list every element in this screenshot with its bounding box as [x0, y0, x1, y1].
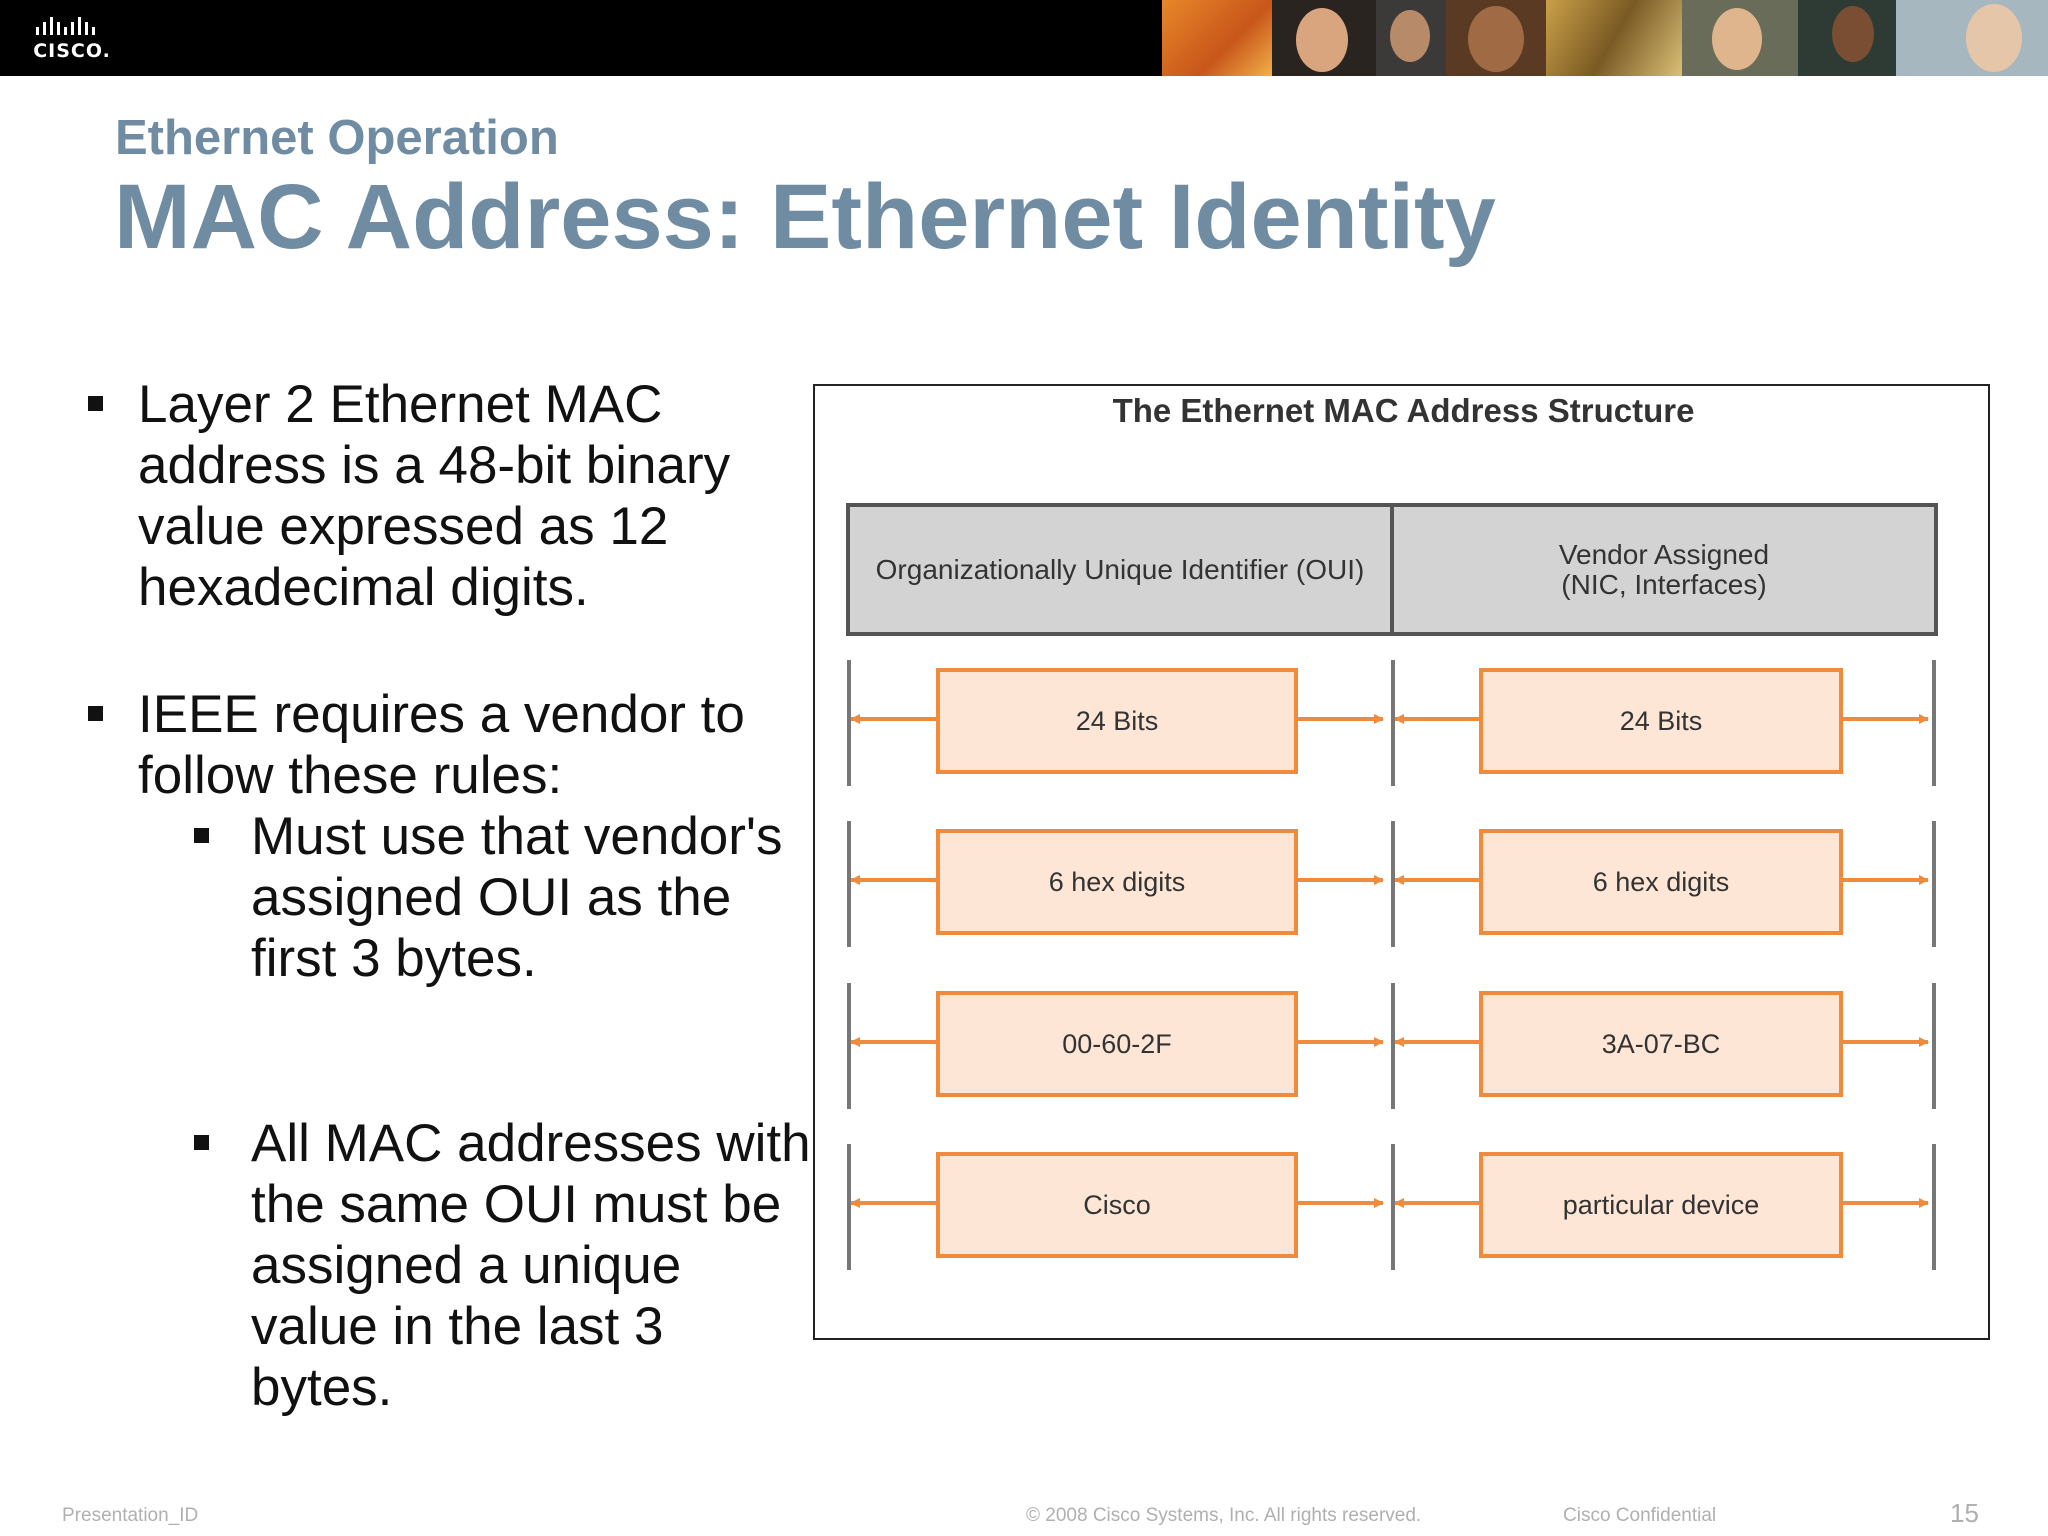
logo-text: CISCO.	[33, 40, 111, 62]
sub-bullet-text: All MAC addresses with the same OUI must…	[251, 1114, 811, 1417]
photo-3	[1376, 0, 1446, 76]
bullet-square-icon	[194, 828, 209, 843]
oui-header-label: Organizationally Unique Identifier (OUI)	[875, 553, 1365, 585]
footer-confidential: Cisco Confidential	[1563, 1505, 1717, 1526]
photo-6	[1682, 0, 1798, 76]
field-box-label: particular device	[1562, 1189, 1760, 1220]
bullet-text: IEEE requires a vendor to follow these r…	[138, 685, 745, 805]
vendor-header-label: Vendor Assigned (NIC, Interfaces)	[1392, 505, 1936, 634]
field-box-label: 3A-07-BC	[1601, 1028, 1721, 1059]
sub-bullet-text: Must use that vendor's assigned OUI as t…	[251, 807, 783, 988]
photo-7	[1798, 0, 1896, 76]
cisco-logo: CISCO.	[32, 14, 122, 66]
photo-4	[1446, 0, 1546, 76]
field-box-label: 6 hex digits	[1592, 866, 1730, 897]
footer-copyright: © 2008 Cisco Systems, Inc. All rights re…	[1026, 1505, 1422, 1526]
photo-5	[1546, 0, 1682, 76]
mac-structure-figure: The Ethernet MAC Address Structure Organ…	[813, 384, 1990, 1340]
field-box	[936, 829, 1298, 935]
photo-2	[1272, 0, 1376, 76]
bullet-square-icon	[194, 1135, 209, 1150]
bullet-square-icon	[88, 706, 103, 721]
vendor-header-line2: (NIC, Interfaces)	[1561, 568, 1767, 600]
field-box-label: Cisco	[1083, 1189, 1151, 1220]
page-number: 15	[1950, 1498, 1979, 1528]
field-box-label: 24 Bits	[1619, 705, 1703, 736]
bullet-square-icon	[88, 396, 103, 411]
field-box	[1479, 991, 1843, 1097]
top-banner: CISCO.	[0, 0, 2048, 76]
photo-strip	[1162, 0, 2048, 76]
footer-presentation-id: Presentation_ID	[62, 1505, 199, 1526]
vendor-header-cell	[1390, 503, 1938, 636]
cisco-bridge-icon	[36, 17, 95, 35]
field-box-label: 24 Bits	[1075, 705, 1159, 736]
photo-8	[1896, 0, 2048, 76]
slide-subtitle: Ethernet Operation	[115, 111, 559, 165]
vendor-header-line1: Vendor Assigned	[1558, 538, 1770, 570]
photo-1	[1162, 0, 1272, 76]
field-box	[936, 668, 1298, 774]
field-box	[1479, 829, 1843, 935]
field-box	[936, 991, 1298, 1097]
mac-structure-diagram	[846, 503, 1938, 1270]
slide-title: MAC Address: Ethernet Identity	[114, 166, 1496, 268]
bullet-text: Layer 2 Ethernet MAC address is a 48-bit…	[138, 375, 731, 617]
field-box-label: 00-60-2F	[1062, 1028, 1172, 1059]
figure-title: The Ethernet MAC Address Structure	[1112, 392, 1695, 429]
field-box	[1479, 1152, 1843, 1258]
field-box-label: 6 hex digits	[1048, 866, 1186, 897]
